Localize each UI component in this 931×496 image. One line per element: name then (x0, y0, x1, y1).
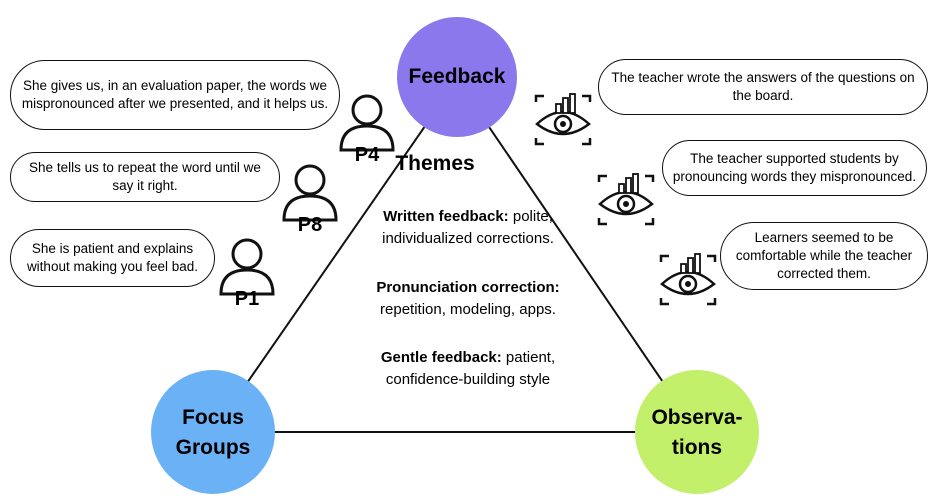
participant-tag: P8 (297, 214, 323, 236)
person-icon (339, 94, 395, 152)
quote-text: She gives us, in an evaluation paper, th… (21, 78, 329, 111)
theme-text: polite, (508, 208, 553, 225)
theme-written-feedback: Written feedback: polite, individualized… (338, 206, 598, 250)
observation-text: The teacher wrote the answers of the que… (611, 70, 915, 103)
eye-chart-icon (655, 252, 721, 308)
theme-text: patient, (501, 349, 556, 366)
feedback-label-text: Feedback (408, 65, 506, 88)
participant-p1: P1 (215, 236, 279, 326)
theme-text: individualized corrections. (382, 230, 554, 247)
participant-tag: P4 (354, 144, 380, 166)
eye-chart-icon (593, 172, 659, 228)
participant-p8: P8 (278, 162, 342, 252)
quote-text: She is patient and explains without maki… (26, 241, 199, 274)
theme-pronunciation-correction: Pronunciation correction: repetition, mo… (338, 277, 598, 321)
observation-text: The teacher supported students by pronou… (672, 151, 917, 184)
observation-bubble-1: The teacher wrote the answers of the que… (598, 59, 928, 115)
edge-feedback-focus (212, 79, 458, 433)
feedback-node-label: Feedback (397, 62, 517, 92)
focus-groups-node-label: Focus Groups (153, 403, 273, 463)
quote-bubble-p1: She is patient and explains without maki… (10, 229, 215, 287)
themes-title: Themes (395, 152, 475, 175)
quote-text: She tells us to repeat the word until we… (29, 160, 261, 193)
feedback-node-circle (397, 17, 517, 137)
theme-gentle-feedback: Gentle feedback: patient, confidence-bui… (338, 347, 598, 391)
person-icon (219, 238, 275, 296)
observation-text: Learners seemed to be comfortable while … (735, 230, 913, 281)
theme-heading: Gentle feedback: (380, 349, 502, 366)
quote-bubble-p4: She gives us, in an evaluation paper, th… (10, 60, 340, 130)
observation-bubble-3: Learners seemed to be comfortable while … (720, 222, 928, 290)
theme-heading: Pronunciation correction: (376, 279, 560, 296)
eye-chart-icon (530, 92, 596, 148)
focus-groups-line1: Focus (182, 406, 244, 429)
theme-text: confidence-building style (385, 371, 551, 388)
focus-groups-node-circle (151, 370, 275, 494)
theme-text: repetition, modeling, apps. (380, 301, 556, 318)
quote-bubble-p8: She tells us to repeat the word until we… (10, 152, 280, 202)
observations-line2: tions (671, 436, 723, 459)
theme-heading: Written feedback: (383, 208, 509, 225)
participant-tag: P1 (234, 288, 260, 310)
edge-feedback-observations (456, 79, 698, 433)
participant-p4: P4 (335, 92, 399, 182)
focus-groups-line2: Groups (175, 436, 251, 459)
observation-bubble-2: The teacher supported students by pronou… (662, 140, 927, 196)
observations-line1: Observa- (651, 406, 743, 429)
observations-node-circle (635, 370, 759, 494)
observations-node-label: Observa- tions (637, 403, 757, 463)
person-icon (282, 164, 338, 222)
